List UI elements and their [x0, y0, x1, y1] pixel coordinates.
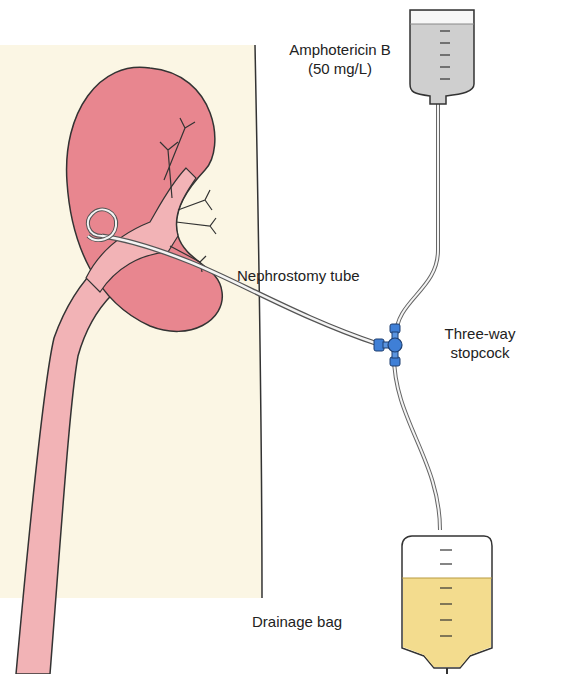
kidney	[67, 67, 223, 331]
drainage-bag	[402, 536, 492, 674]
part-label: Three-way stopcock	[424, 324, 536, 362]
calyces	[160, 118, 216, 272]
infusion-tube	[396, 104, 438, 336]
infusion-bag	[410, 10, 474, 104]
three-way-stopcock	[374, 324, 402, 366]
part-label: Drainage bag	[252, 612, 392, 631]
part-label: Amphotericin B (50 mg/L)	[278, 40, 402, 78]
body-outline	[255, 45, 262, 598]
renal-pelvis	[86, 168, 196, 292]
part-label: Nephrostomy tube	[237, 266, 407, 285]
drainage-tube	[394, 356, 440, 530]
